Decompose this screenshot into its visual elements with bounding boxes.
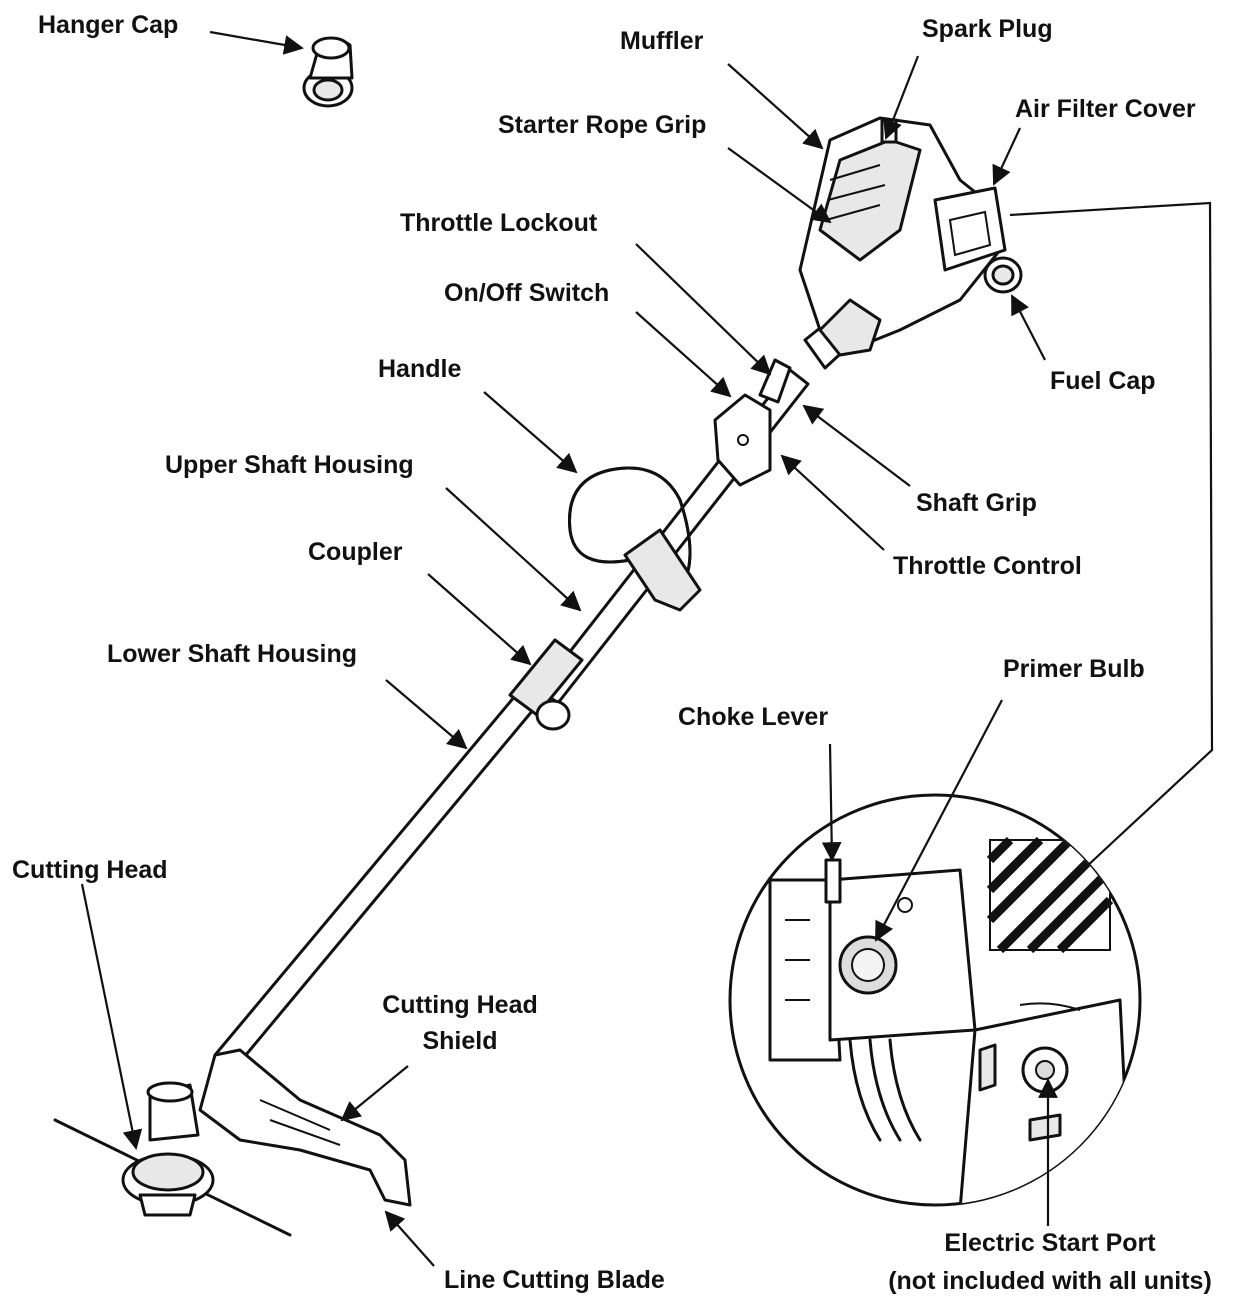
label-on-off-switch: On/Off Switch [444,279,610,307]
label-cutting-head-shield: Cutting Head Shield [372,990,548,1056]
label-spark-plug: Spark Plug [922,15,1053,43]
inset-detail-drawing [728,201,1214,1207]
label-cutting-head-shield-line1: Cutting Head [382,991,538,1019]
label-shaft-grip: Shaft Grip [916,489,1037,517]
hanger-cap-drawing [302,36,354,108]
label-air-filter-cover: Air Filter Cover [1015,95,1196,123]
label-cutting-head-shield-line2: Shield [422,1027,498,1055]
label-line-cutting-blade: Line Cutting Blade [444,1266,665,1294]
label-choke-lever: Choke Lever [678,703,829,731]
label-muffler: Muffler [620,27,704,55]
label-electric-start-port: Electric Start Port (not included with a… [868,1228,1232,1296]
label-electric-start-note: (not included with all units) [888,1267,1212,1295]
cutting-head-drawing [53,1048,412,1237]
label-handle: Handle [378,355,462,383]
label-lower-shaft-housing: Lower Shaft Housing [107,640,357,668]
engine-drawing [798,116,1023,357]
label-cutting-head: Cutting Head [12,856,168,884]
label-upper-shaft-housing: Upper Shaft Housing [165,451,414,479]
label-fuel-cap: Fuel Cap [1050,367,1156,395]
leader-arrows [80,30,1058,1267]
label-starter-rope-grip: Starter Rope Grip [498,111,707,139]
label-electric-start-port-line1: Electric Start Port [944,1229,1156,1257]
label-primer-bulb: Primer Bulb [1003,655,1145,683]
label-throttle-lockout: Throttle Lockout [400,209,598,237]
label-hanger-cap: Hanger Cap [38,11,179,39]
label-coupler: Coupler [308,538,403,566]
label-throttle-control: Throttle Control [893,552,1082,580]
